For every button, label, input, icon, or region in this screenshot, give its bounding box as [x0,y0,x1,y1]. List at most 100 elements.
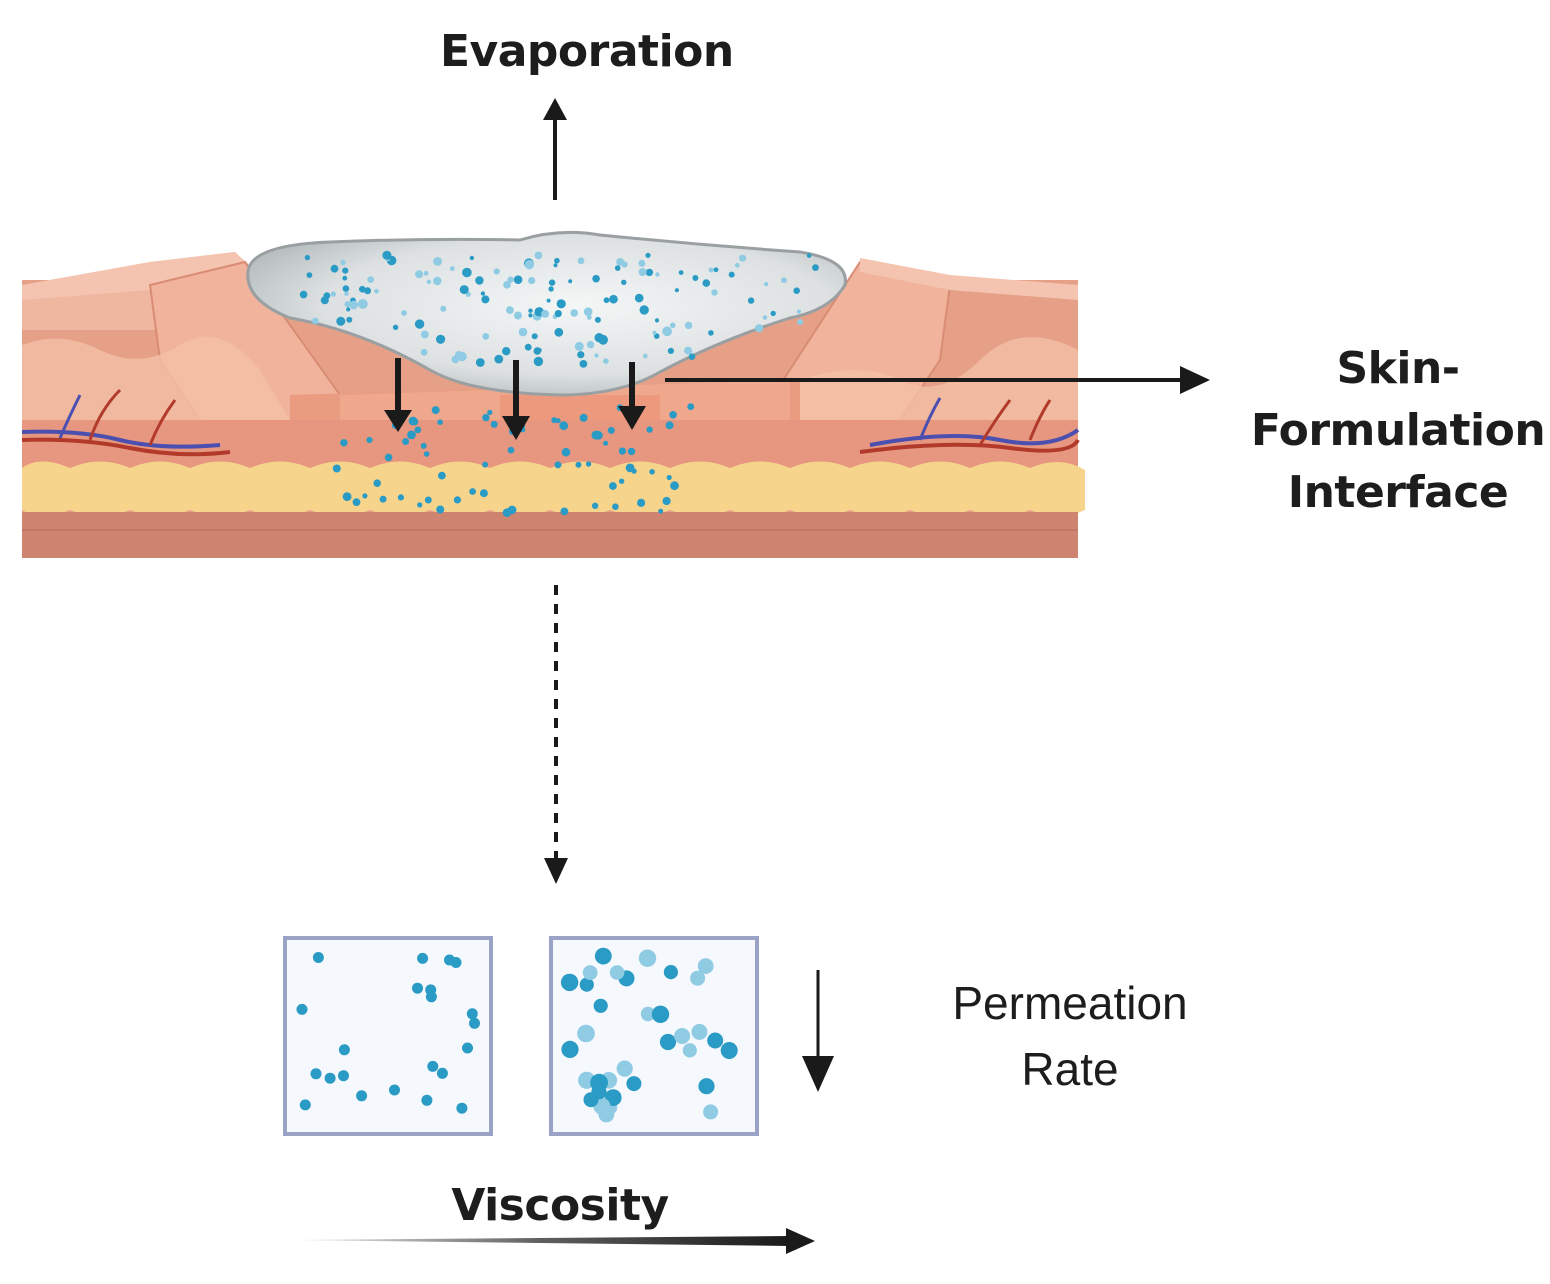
particle [684,321,693,330]
dense-particle-box [549,936,759,1136]
particle [366,436,373,444]
particle [739,254,747,262]
particle [373,479,382,488]
particle [560,973,579,992]
particle [528,308,533,313]
particle [453,496,461,504]
particle [457,351,467,362]
particle [440,305,447,312]
interface-label-line3: Interface [1287,467,1509,518]
particle [634,293,644,303]
particle [638,949,657,967]
particle [603,440,609,446]
particle [579,413,588,422]
particle [349,300,359,310]
particle [684,346,693,355]
particle [342,267,349,274]
interface-label-line2: Formulation [1250,405,1546,456]
particle [548,286,554,292]
particle [579,360,588,368]
particle [502,347,511,356]
particle [688,353,696,361]
particle [554,327,564,337]
particle [666,474,672,481]
evaporation-label: Evaporation [440,26,734,77]
particle [638,259,646,267]
particle [646,426,653,433]
particle [586,315,592,320]
particle [379,495,387,503]
particle [299,290,308,299]
particle [507,505,517,515]
particle [570,309,578,317]
particle [346,307,351,312]
particle [674,288,680,293]
particle [590,1073,608,1092]
particle [407,430,416,440]
particle [518,327,528,337]
particle [417,502,423,508]
evaporation-arrowhead [543,98,567,120]
particle [651,1005,670,1023]
particle [312,952,324,963]
particle [781,277,787,284]
particle [444,954,455,966]
particle [503,281,511,289]
particle [490,420,498,428]
particle [431,406,440,415]
particle [554,310,562,318]
particle [708,330,714,336]
permeation-label-line2: Rate [1021,1043,1119,1095]
permeation-label-line1: Permeation [952,977,1188,1029]
particle [411,418,419,426]
particle [342,285,350,292]
particle [655,272,660,277]
particle [653,333,660,339]
permeation-rate-label: Permeation Rate [905,970,1235,1102]
particle [415,270,424,279]
particle [577,257,585,265]
interface-label-line1: Skin- [1336,343,1460,394]
particle [342,275,348,281]
particle [649,469,655,475]
particle [338,1044,350,1056]
dashed-arrowhead [544,858,568,884]
particle [674,1028,691,1044]
particle [479,489,488,498]
particle [568,279,573,284]
particle [594,947,612,965]
particle [420,330,429,339]
particle [436,334,446,344]
interface-label: Skin- Formulation Interface [1238,338,1550,524]
particle [462,267,472,278]
particle [423,451,430,457]
particle [579,977,594,992]
particle [682,1043,697,1058]
particle [424,496,432,504]
particle [609,965,625,980]
formulation-particles [299,250,819,368]
interface-arrowhead [1180,366,1210,394]
particle [720,1042,738,1059]
particle [513,275,523,285]
particle [793,287,800,295]
particle [577,1024,595,1043]
particle [561,447,571,457]
particle [755,324,764,333]
particle [481,295,490,304]
particle [493,268,500,275]
particle [551,417,558,424]
particle [514,311,522,320]
particle [554,257,560,264]
particle [591,430,601,440]
particle [594,333,604,343]
particle [652,330,657,335]
particle [344,301,351,308]
particle [426,279,432,284]
particle [475,358,485,367]
particle [304,254,311,261]
particle [678,270,684,275]
particle [487,409,493,416]
particle [796,309,802,314]
particle [616,1060,633,1077]
